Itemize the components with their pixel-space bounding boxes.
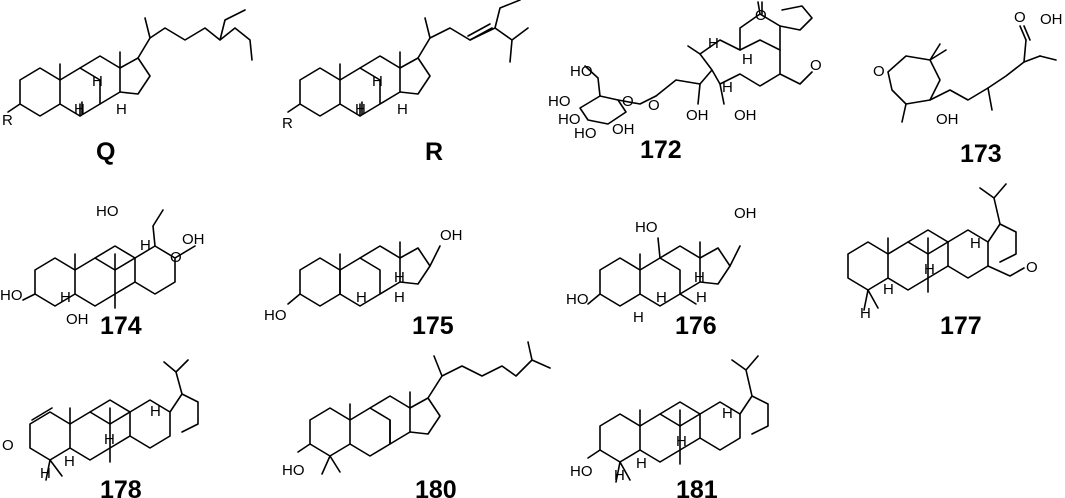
atom-oh: OH: [182, 231, 205, 248]
compound-label: 176: [675, 312, 717, 340]
atom-h: H: [708, 35, 719, 52]
compound-175: OH H H H HO 175: [264, 227, 463, 340]
atom-oh: OH: [686, 107, 709, 124]
compound-label: 181: [676, 476, 718, 498]
atom-ho: HO: [570, 63, 593, 80]
atom-h: H: [614, 467, 625, 484]
atom-h: H: [676, 433, 687, 450]
atom-h: H: [394, 289, 405, 306]
compound-172: O O HO O HO HO HO OH O H OH OH H H 172: [548, 1, 822, 164]
atom-oh: OH: [936, 111, 959, 128]
atom-o: O: [170, 249, 182, 266]
atom-o: O: [648, 97, 660, 114]
atom-o: O: [810, 57, 822, 74]
compound-180: HO 180: [282, 341, 551, 498]
atom-h: H: [104, 431, 115, 448]
atom-oh: OH: [440, 227, 463, 244]
atom-ho: HO: [566, 291, 589, 308]
atom-ho: HO: [558, 111, 581, 128]
atom-h: H: [116, 101, 127, 118]
atom-r: R: [2, 112, 13, 129]
compound-label: 173: [960, 140, 1002, 168]
atom-oh: OH: [66, 311, 89, 328]
compound-r: R H H H R: [282, 0, 529, 166]
atom-h: H: [722, 79, 733, 96]
atom-h: H: [742, 51, 753, 68]
atom-h: H: [40, 465, 51, 482]
atom-o: O: [1026, 259, 1038, 276]
compound-label: 177: [940, 312, 982, 340]
atom-oh: OH: [734, 107, 757, 124]
atom-o: O: [2, 437, 14, 454]
atom-h: H: [860, 305, 871, 322]
compound-173: O OH OH O 173: [873, 9, 1063, 168]
atom-h: H: [924, 261, 935, 278]
atom-o: O: [755, 7, 767, 24]
compound-178: H H H O H 178: [2, 359, 199, 498]
atom-ho: HO: [0, 287, 23, 304]
atom-o: O: [1014, 9, 1026, 26]
atom-oh: OH: [734, 205, 757, 222]
atom-ho: HO: [282, 462, 305, 479]
compound-174: HO H HO O OH H OH 174: [0, 203, 205, 340]
atom-h: H: [636, 455, 647, 472]
atom-h: H: [60, 289, 71, 306]
atom-h: H: [74, 101, 85, 118]
atom-h: H: [355, 101, 366, 118]
atom-h: H: [397, 101, 408, 118]
atom-h: H: [696, 289, 707, 306]
atom-oh: OH: [1040, 11, 1063, 28]
compound-q: R H H H Q: [2, 9, 253, 166]
atom-h: H: [150, 403, 161, 420]
atom-ho: HO: [548, 93, 571, 110]
compound-label: 172: [640, 136, 682, 164]
atom-h: H: [140, 237, 151, 254]
atom-o: O: [873, 63, 885, 80]
compound-label: R: [425, 138, 443, 166]
compound-181: H H H HO H 181: [570, 355, 769, 498]
atom-ho: HO: [264, 307, 287, 324]
atom-ho: HO: [96, 203, 119, 220]
atom-h: H: [722, 405, 733, 422]
atom-r: R: [282, 115, 293, 132]
atom-ho: HO: [635, 219, 658, 236]
compound-label: 178: [100, 476, 142, 498]
atom-h: H: [372, 73, 383, 90]
compound-176: HO OH H H H HO H 176: [566, 205, 757, 340]
atom-h: H: [633, 309, 644, 326]
compound-label: 175: [412, 312, 454, 340]
atom-h: H: [394, 269, 405, 286]
atom-h: H: [694, 269, 705, 286]
atom-oh: OH: [612, 121, 635, 138]
atom-h: H: [970, 235, 981, 252]
compound-label: Q: [96, 138, 115, 166]
compound-177: H H H O H 177: [847, 183, 1038, 340]
atom-h: H: [356, 289, 367, 306]
atom-ho: HO: [570, 463, 593, 480]
atom-ho: HO: [574, 125, 597, 142]
atom-h: H: [656, 289, 667, 306]
compound-label: 180: [415, 476, 457, 498]
atom-h: H: [64, 453, 75, 470]
atom-o: O: [622, 93, 634, 110]
compound-label: 174: [100, 312, 142, 340]
atom-h: H: [92, 73, 103, 90]
atom-h: H: [883, 281, 894, 298]
